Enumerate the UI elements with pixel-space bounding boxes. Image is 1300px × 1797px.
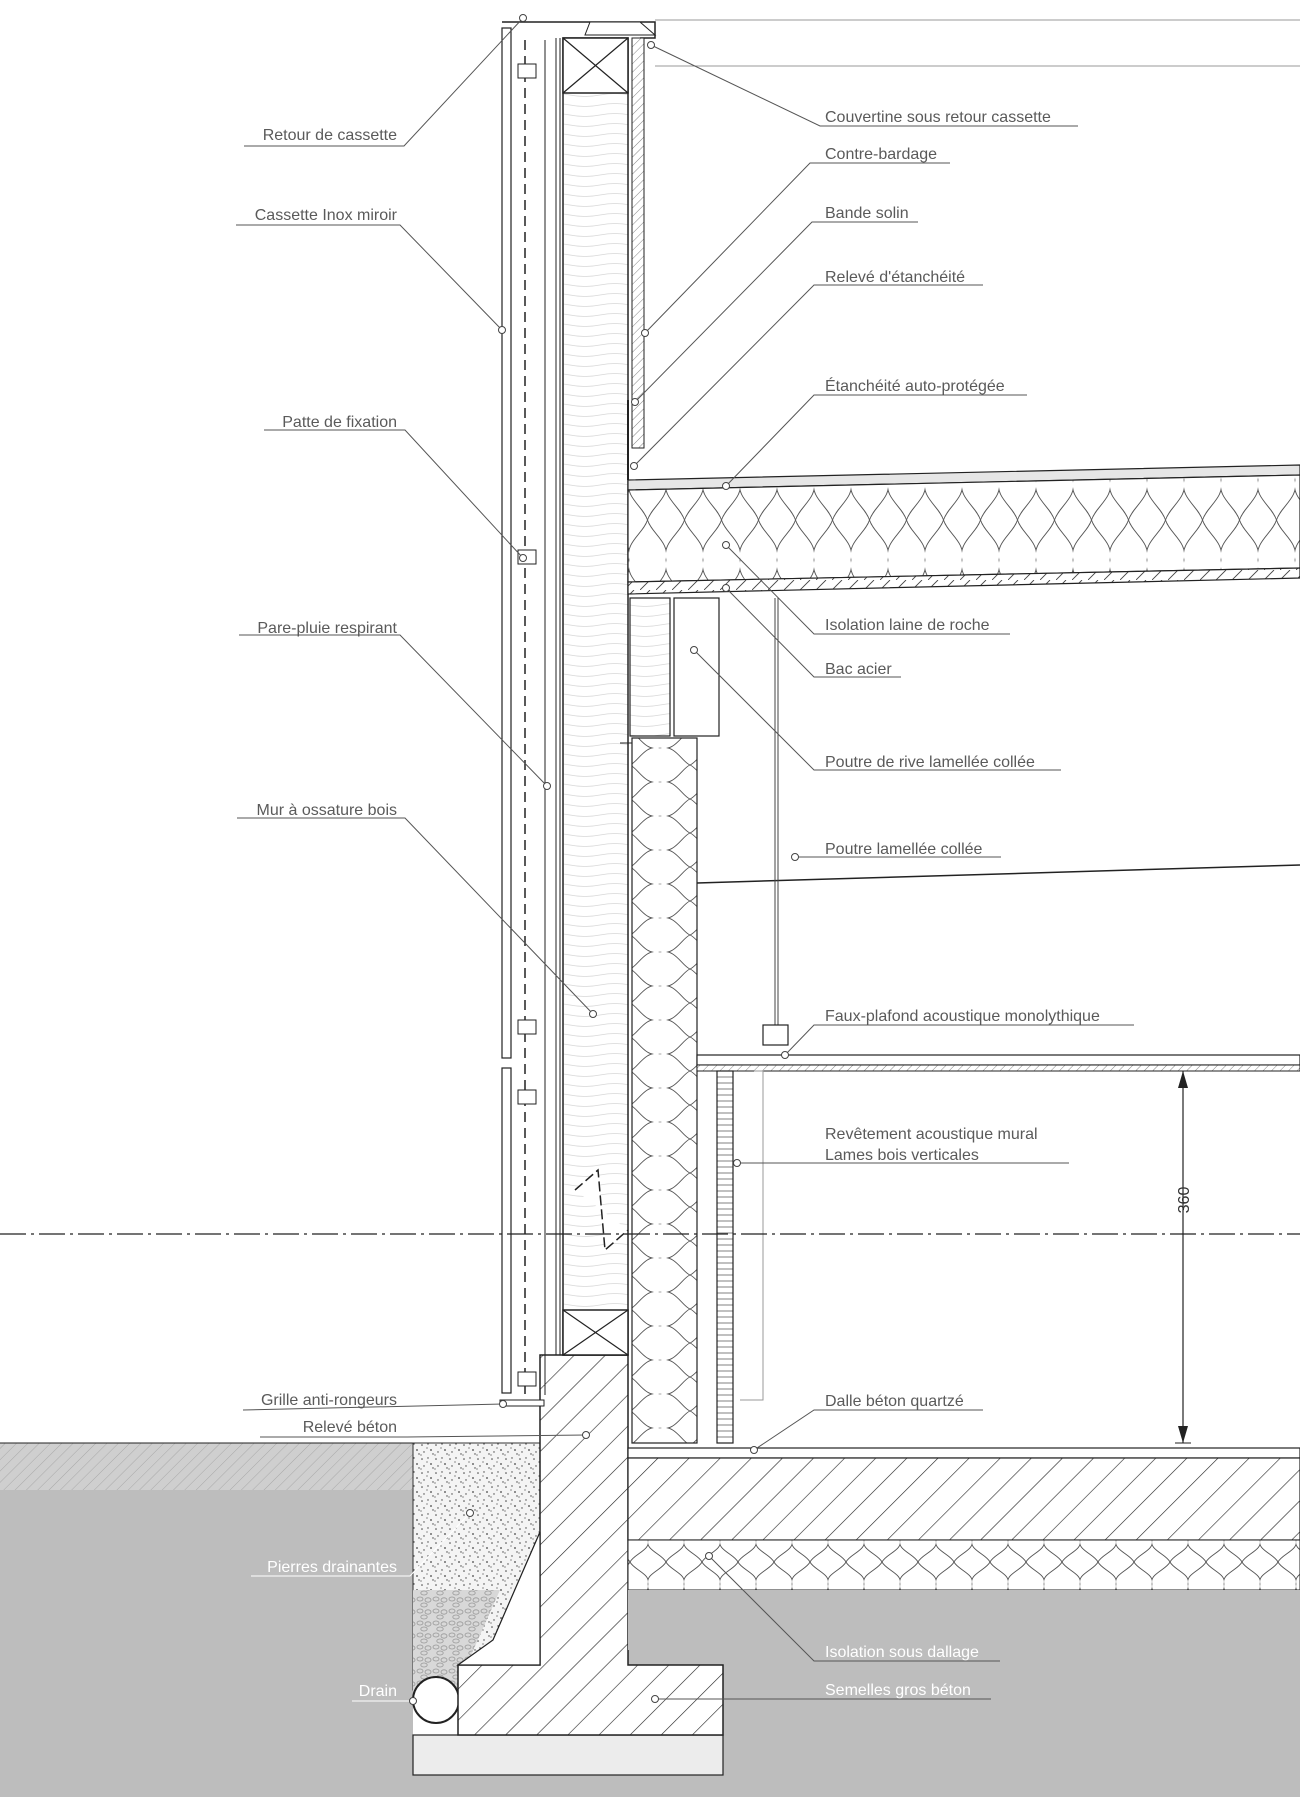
- label-bac-acier: Bac acier: [825, 661, 892, 678]
- acoustic-wall-lining: [716, 1070, 764, 1444]
- label-mur-ossature: Mur à ossature bois: [256, 802, 397, 819]
- label-pierres: Pierres drainantes: [267, 1559, 397, 1576]
- label-isolation-dallage: Isolation sous dallage: [825, 1644, 979, 1661]
- label-retour-cassette: Retour de cassette: [263, 127, 397, 144]
- dimension-line: 360: [1175, 1070, 1193, 1444]
- timber-frame-wall: [555, 37, 629, 1356]
- label-contre-bardage: Contre-bardage: [825, 146, 937, 163]
- label-revetement-1: Revêtement acoustique mural: [825, 1126, 1038, 1143]
- label-couvertine: Couvertine sous retour cassette: [825, 109, 1051, 126]
- cladding-cassettes: [499, 21, 656, 1407]
- footing: [412, 1354, 724, 1776]
- right-labels: Couvertine sous retour cassette Contre-b…: [825, 109, 1100, 1699]
- label-faux-plafond: Faux-plafond acoustique monolythique: [825, 1008, 1100, 1025]
- dimension-value: 360: [1176, 1187, 1193, 1214]
- parapet: [584, 21, 657, 480]
- right-leaders: [630, 41, 1134, 1703]
- label-cassette-inox: Cassette Inox miroir: [255, 207, 398, 224]
- label-patte-fixation: Patte de fixation: [282, 414, 397, 431]
- label-poutre-rive: Poutre de rive lamellée collée: [825, 754, 1035, 771]
- label-revetement-2: Lames bois verticales: [825, 1147, 979, 1164]
- label-pare-pluie: Pare-pluie respirant: [257, 620, 397, 637]
- label-isolation-laine: Isolation laine de roche: [825, 617, 990, 634]
- label-bande-solin: Bande solin: [825, 205, 909, 222]
- label-semelles: Semelles gros béton: [825, 1682, 971, 1699]
- label-dalle: Dalle béton quartzé: [825, 1393, 964, 1410]
- drain-pipe: [412, 1676, 460, 1724]
- floor: [627, 1447, 1300, 1650]
- label-releve-beton: Relevé béton: [303, 1419, 397, 1436]
- interior-wall-insulation: [631, 737, 698, 1444]
- label-drain: Drain: [359, 1683, 397, 1700]
- label-etancheite-auto: Étanchéité auto-protégée: [825, 376, 1005, 395]
- left-labels: Retour de cassette Cassette Inox miroir …: [255, 127, 398, 1700]
- label-grille: Grille anti-rongeurs: [261, 1392, 397, 1409]
- left-leaders: [236, 14, 597, 1705]
- label-releve-etancheite: Relevé d'étanchéité: [825, 269, 965, 286]
- drainage-stones: [412, 1442, 541, 1724]
- acoustic-ceiling: [696, 1054, 1300, 1072]
- reference-lines: [0, 19, 1300, 1235]
- roof: [627, 464, 1300, 595]
- label-poutre-lamellee: Poutre lamellée collée: [825, 841, 983, 858]
- glulam-beam: [696, 598, 1300, 1046]
